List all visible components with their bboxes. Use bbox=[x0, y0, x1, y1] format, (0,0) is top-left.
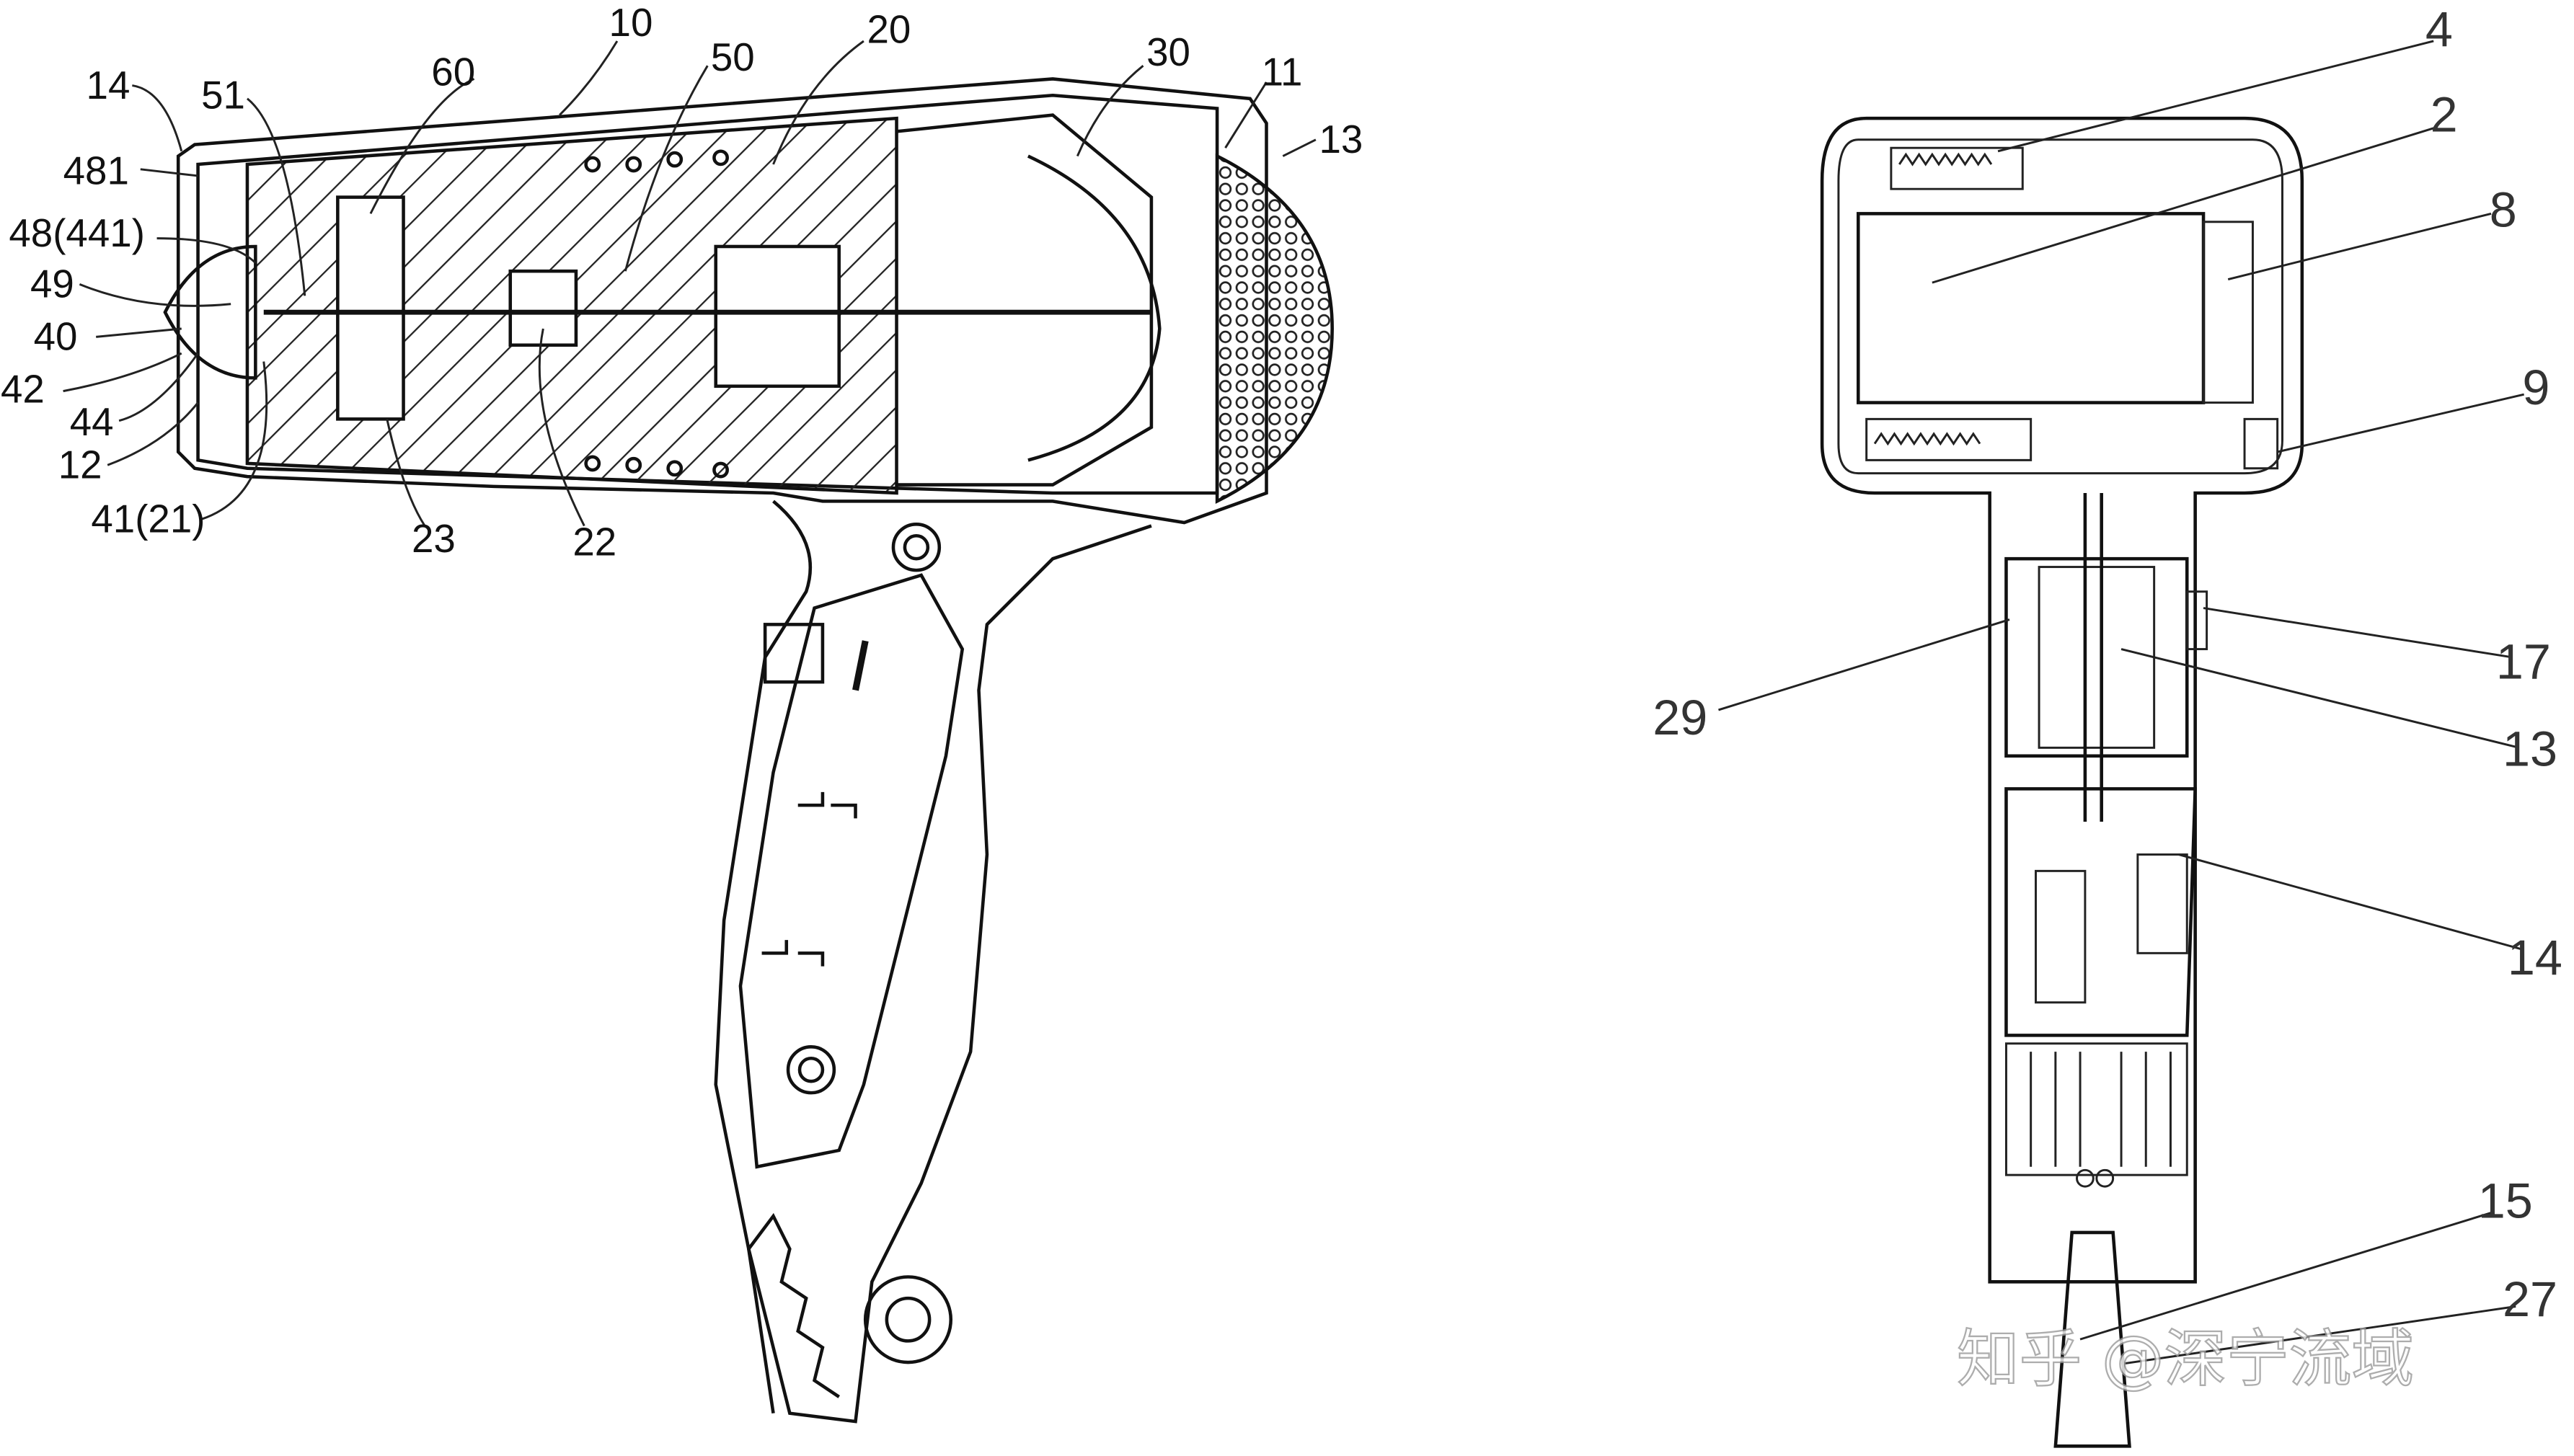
label-60: 60 bbox=[431, 50, 475, 94]
label-11: 11 bbox=[1262, 50, 1303, 94]
right-part-labels: 4 2 8 9 17 29 13 14 15 27 bbox=[1653, 2, 2562, 1327]
label-4: 4 bbox=[2425, 2, 2453, 57]
label-9: 9 bbox=[2522, 360, 2549, 415]
label-48-441: 48(441) bbox=[9, 210, 145, 255]
label-44: 44 bbox=[70, 399, 114, 444]
label-49: 49 bbox=[30, 262, 74, 306]
label-15: 15 bbox=[2478, 1173, 2533, 1228]
label-29: 29 bbox=[1653, 691, 1707, 745]
label-41-21: 41(21) bbox=[91, 497, 205, 541]
label-10: 10 bbox=[609, 0, 653, 45]
label-14: 14 bbox=[87, 63, 131, 107]
label-2: 2 bbox=[2431, 87, 2458, 142]
label-8: 8 bbox=[2490, 183, 2517, 238]
label-30: 30 bbox=[1146, 30, 1190, 74]
label-27: 27 bbox=[2503, 1272, 2557, 1327]
hair-dryer-side-section: 14 51 60 10 50 20 30 11 13 481 48(441) 4… bbox=[1, 0, 1363, 1424]
label-13: 13 bbox=[1319, 117, 1363, 161]
label-13: 13 bbox=[2503, 722, 2557, 776]
label-12: 12 bbox=[58, 442, 102, 487]
label-42: 42 bbox=[1, 367, 45, 412]
label-20: 20 bbox=[867, 6, 911, 51]
label-40: 40 bbox=[34, 314, 78, 359]
label-481: 481 bbox=[63, 148, 129, 192]
left-part-labels: 14 51 60 10 50 20 30 11 13 481 48(441) 4… bbox=[1, 0, 1363, 564]
label-14: 14 bbox=[2508, 931, 2562, 985]
label-50: 50 bbox=[711, 35, 755, 79]
hair-dryer-front-section: 4 2 8 9 17 29 13 14 15 27 bbox=[1653, 2, 2562, 1448]
watermark: 知乎 @深宁流域 bbox=[1957, 1323, 2414, 1395]
label-23: 23 bbox=[412, 516, 456, 561]
label-51: 51 bbox=[201, 72, 245, 117]
label-17: 17 bbox=[2496, 635, 2551, 690]
label-22: 22 bbox=[572, 520, 616, 564]
